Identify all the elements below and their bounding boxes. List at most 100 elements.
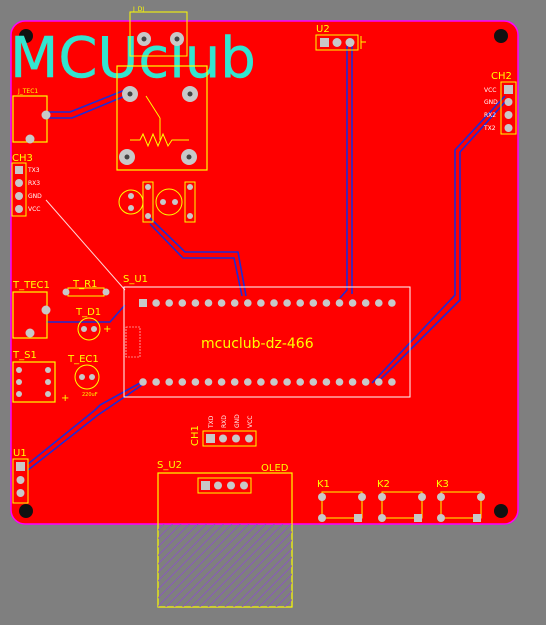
mounting-hole	[19, 29, 33, 43]
trace	[27, 382, 146, 471]
trace	[371, 95, 506, 384]
ratsnest-line	[45, 199, 126, 291]
k3-pad	[437, 493, 445, 501]
t-r1-pad	[62, 288, 70, 296]
component-outline	[155, 188, 183, 216]
designator-oled: OLED	[261, 463, 289, 474]
ch2-pin-label: RX2	[484, 112, 496, 119]
ch1-pad	[232, 434, 240, 443]
trace	[149, 217, 247, 297]
small-components	[118, 181, 196, 223]
t-s1-pad	[16, 379, 22, 385]
ch1-pin-label: GND	[234, 414, 241, 428]
s-u1-pin-pad	[257, 299, 265, 307]
t-d1-polarity: +	[103, 324, 111, 335]
connector-t-tec1: T_TEC1	[12, 280, 51, 339]
oled-pad	[214, 481, 222, 490]
t-ec1-pad	[89, 374, 95, 380]
board-part-label: mcuclub-dz-466	[201, 336, 314, 352]
pcb-board-outline	[10, 20, 519, 525]
s-u1-pin-pad	[348, 299, 357, 307]
ch1-pin-label: TXD	[208, 415, 215, 429]
component-pad	[187, 184, 193, 190]
designator-ch2: CH2	[491, 71, 512, 82]
s-u1-pin-pad	[335, 378, 344, 386]
u1-pad	[16, 476, 25, 484]
component-pad	[145, 184, 151, 190]
ch2-pin-label: VCC	[484, 87, 496, 94]
ch2-outline	[500, 81, 517, 135]
s-u1-pin-pad	[165, 299, 173, 307]
s-u1-pin-pad	[296, 378, 305, 386]
t-tec1-pad	[41, 305, 51, 315]
ch2-pad	[504, 124, 513, 132]
ch3-pad-square	[15, 166, 23, 174]
t-s1-pad	[16, 367, 22, 373]
header-u2: U2	[315, 24, 366, 51]
s-u1-pin-pad	[230, 299, 239, 307]
u2-outline	[315, 34, 359, 51]
k3-pad	[477, 493, 485, 501]
ch2-pad	[504, 98, 513, 106]
mcuclub-logo: MCUclub	[10, 26, 256, 91]
resistor-t-r1: T_R1	[62, 279, 110, 297]
ch2-pad-square	[504, 85, 513, 94]
ch1-pad-square	[206, 434, 215, 443]
mounting-hole	[494, 504, 508, 518]
u1-pad	[16, 489, 25, 497]
mounting-hole	[494, 29, 508, 43]
j-tec1-pad	[41, 110, 51, 120]
designator-s-u2: S_U2	[157, 460, 182, 471]
ch3-pin-label: GND	[28, 193, 42, 200]
button-k3: K3	[436, 479, 485, 522]
s-u1-pin-pad	[322, 299, 331, 307]
s-u1-pin-pad	[152, 378, 160, 386]
s-u1-pin-pad	[165, 378, 173, 386]
relay-switch-symbol	[145, 95, 161, 140]
ch1-pad	[245, 434, 253, 443]
s-u1-pin-pad	[204, 378, 213, 386]
ch3-pad	[15, 179, 23, 187]
component-pad	[128, 205, 134, 211]
designator-j-tec1: J_TEC1	[17, 88, 38, 95]
mounting-holes	[19, 29, 508, 518]
trace	[339, 46, 348, 299]
ch3-pin-label: VCC	[28, 206, 40, 213]
designator-j-dj: J_DJ	[132, 6, 144, 13]
s-u1-outline	[123, 286, 411, 398]
s-u1-pin-pad	[348, 378, 357, 386]
ch1-pin-label: VCC	[247, 416, 254, 428]
oled-pad	[227, 481, 235, 490]
button-k1: K1	[317, 479, 366, 522]
relay-pad-hole	[124, 154, 130, 160]
oled-flex-cable	[158, 524, 292, 607]
designator-u1: U1	[13, 448, 27, 459]
button-k2: K2	[377, 479, 426, 522]
t-s1-pad	[45, 367, 51, 373]
oled-pad-square	[201, 481, 210, 490]
relay-pad-hole	[186, 154, 192, 160]
relay-pad-hole	[127, 91, 133, 97]
s-u1-pin-pad	[178, 299, 187, 307]
s-u1-pin-pad	[217, 299, 226, 307]
component-pad	[145, 213, 151, 219]
k1-pad	[318, 493, 326, 501]
s-u1-bottom-pins	[139, 378, 396, 386]
t-ec1-pad	[79, 374, 85, 380]
t-tec1-outline	[12, 291, 48, 339]
trace	[46, 89, 126, 113]
k2-pad	[378, 493, 386, 501]
t-r1-pad	[102, 288, 110, 296]
k3-pad	[437, 514, 445, 522]
connector-u1: U1	[12, 448, 29, 504]
s-u1-pin-pad	[322, 378, 331, 386]
t-s1-pad	[45, 391, 51, 397]
component-pad	[160, 199, 166, 205]
s-u1-pin-pad	[257, 378, 265, 386]
s-u1-pin-pad	[283, 378, 291, 386]
ch2-pin-label: TX2	[483, 125, 496, 132]
designator-u2: U2	[316, 24, 330, 35]
mounting-hole	[19, 504, 33, 518]
s-u1-pin-pad	[335, 299, 344, 307]
